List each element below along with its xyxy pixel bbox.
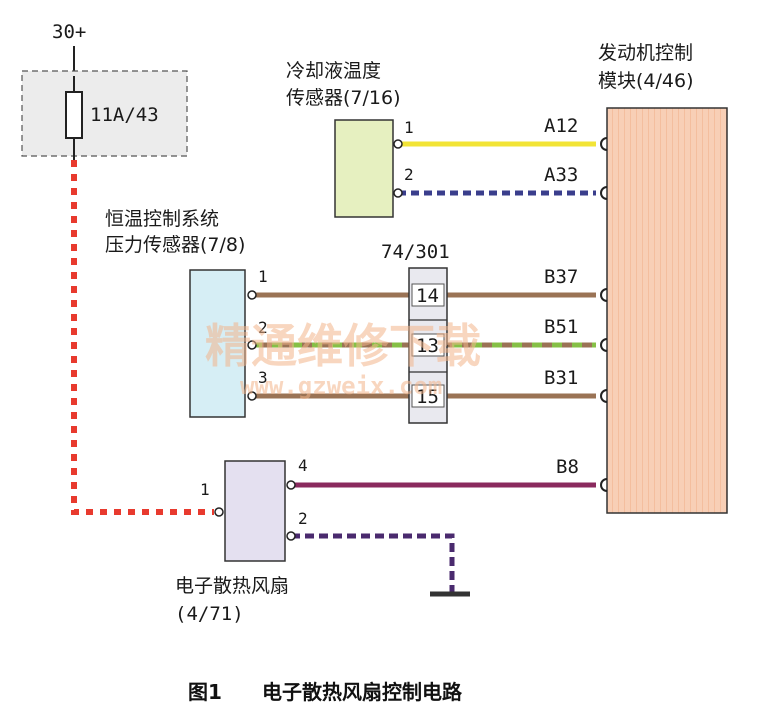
pressure-pin2-terminal [247, 340, 257, 350]
ecm-pin-a33: A33 [544, 164, 578, 186]
coolant-sensor-box [334, 119, 394, 218]
pressure-sensor-box [189, 269, 246, 418]
connector-pin-13: 13 [416, 335, 439, 357]
fan-pin-4: 4 [298, 456, 308, 475]
pressure-pin-1: 1 [258, 267, 268, 286]
fan-label-2: (4/71) [175, 603, 244, 625]
connector-pin-14: 14 [416, 285, 439, 307]
connector-label: 74/301 [381, 241, 450, 263]
fan-pin-1: 1 [200, 480, 210, 499]
coolant-sensor-label-2: 传感器(7/16) [286, 87, 401, 109]
pressure-pin1-terminal [247, 290, 257, 300]
fan-pin2-terminal [286, 531, 296, 541]
ecm-pin-b37: B37 [544, 266, 578, 288]
connector-cell-14 [411, 283, 445, 307]
ecm-terminal-b37 [600, 288, 608, 302]
ecm-pin-b51: B51 [544, 316, 578, 338]
ecm-label-2: 模块(4/46) [598, 70, 694, 92]
watermark-line2: www.gzweix.com [240, 372, 442, 400]
fuse-icon [65, 91, 83, 139]
connector-cell-13 [411, 333, 445, 357]
coolant-sensor-label-1: 冷却液温度 [286, 60, 381, 82]
wire-ground-dash [291, 533, 455, 592]
fan-pin4-terminal [286, 480, 296, 490]
ecm-box [606, 107, 728, 514]
ecm-terminal-a33 [600, 186, 608, 200]
fuse-label: 11A/43 [90, 104, 159, 126]
caption-title: 电子散热风扇控制电路 [262, 680, 463, 704]
ecm-terminal-b51 [600, 338, 608, 352]
ecm-terminal-a12 [600, 137, 608, 151]
fan-pin-2: 2 [298, 509, 308, 528]
supply-label: 30+ [52, 21, 86, 43]
ecm-terminal-b8 [600, 478, 608, 492]
pressure-sensor-label-2: 压力传感器(7/8) [105, 234, 245, 256]
watermark-line1: 精通维修下载 [205, 319, 481, 373]
coolant-pin1-terminal [393, 139, 403, 149]
ecm-terminal-b31 [600, 389, 608, 403]
fan-box [224, 460, 286, 562]
ecm-pin-b8: B8 [556, 456, 579, 478]
coolant-pin-1: 1 [404, 118, 414, 137]
connector-pin-15: 15 [416, 386, 439, 408]
wire-ground-base [291, 533, 455, 592]
ecm-label-1: 发动机控制 [598, 42, 693, 64]
connector-cell-15 [411, 384, 445, 408]
pressure-pin3-terminal [247, 391, 257, 401]
caption-fig: 图1 [188, 680, 222, 704]
fan-pin1-terminal [214, 507, 224, 517]
coolant-pin2-terminal [393, 188, 403, 198]
ecm-pin-b31: B31 [544, 367, 578, 389]
fan-label-1: 电子散热风扇 [175, 575, 289, 597]
pressure-sensor-label-1: 恒温控制系统 [105, 208, 219, 230]
fuse-box [21, 70, 188, 157]
wire-supply-fan-stripes [71, 160, 214, 515]
pressure-pin-2: 2 [258, 318, 268, 337]
pressure-pin-3: 3 [258, 368, 268, 387]
ecm-pin-a12: A12 [544, 115, 578, 137]
coolant-pin-2: 2 [404, 165, 414, 184]
